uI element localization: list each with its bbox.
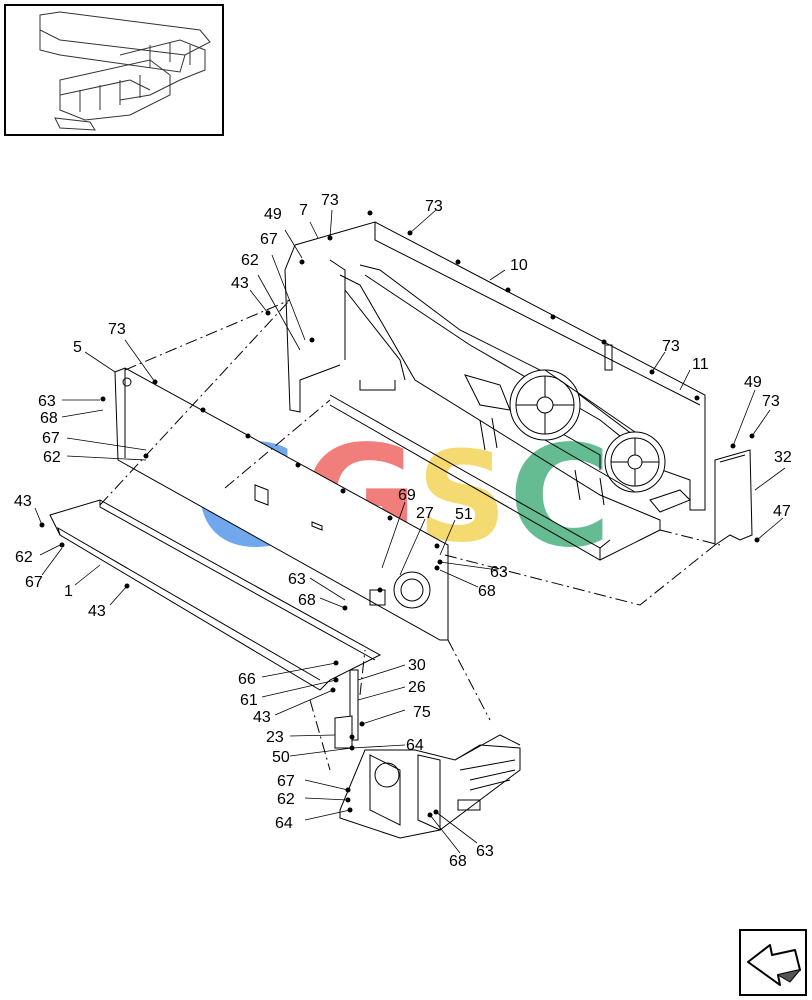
callout-73[interactable]: 73 — [321, 192, 339, 209]
callout-62[interactable]: 62 — [277, 791, 295, 808]
callout-73[interactable]: 73 — [108, 321, 126, 338]
bottom-pan — [49, 499, 382, 691]
callout-68[interactable]: 68 — [478, 583, 496, 600]
callout-75[interactable]: 75 — [413, 704, 431, 721]
callout-43[interactable]: 43 — [231, 275, 249, 292]
callout-27[interactable]: 27 — [416, 505, 434, 522]
callout-49[interactable]: 49 — [264, 206, 282, 223]
callout-43[interactable]: 43 — [88, 603, 106, 620]
callout-69[interactable]: 69 — [398, 487, 416, 504]
lower-bracket-assembly — [339, 734, 521, 839]
callout-73[interactable]: 73 — [662, 338, 680, 355]
callout-47[interactable]: 47 — [773, 503, 791, 520]
callout-7[interactable]: 7 — [299, 202, 308, 219]
callout-11[interactable]: 11 — [692, 356, 709, 373]
frame-drawing — [34, 209, 786, 854]
callout-63[interactable]: 63 — [490, 564, 508, 581]
previous-page-arrow-icon[interactable] — [739, 929, 807, 996]
driven-sprocket — [604, 431, 666, 493]
machine-overview-thumbnail[interactable] — [4, 4, 224, 136]
callout-5[interactable]: 5 — [73, 339, 82, 356]
right-side-plate — [714, 449, 753, 546]
callout-1[interactable]: 1 — [64, 583, 73, 600]
callout-66[interactable]: 66 — [238, 671, 256, 688]
callout-67[interactable]: 67 — [25, 574, 43, 591]
callout-labels: 73 7 49 73 67 10 62 43 73 5 73 11 49 73 … — [14, 192, 792, 870]
callout-64[interactable]: 64 — [406, 737, 424, 754]
callout-30[interactable]: 30 — [408, 657, 426, 674]
callout-49[interactable]: 49 — [744, 374, 762, 391]
assembly-leader-lines — [99, 299, 721, 771]
callout-73[interactable]: 73 — [762, 393, 780, 410]
callout-63[interactable]: 63 — [288, 571, 306, 588]
callout-73[interactable]: 73 — [425, 198, 443, 215]
callout-62[interactable]: 62 — [43, 449, 61, 466]
callout-43[interactable]: 43 — [14, 493, 32, 510]
callout-67[interactable]: 67 — [277, 773, 295, 790]
callout-68[interactable]: 68 — [449, 853, 467, 870]
watermark-letter-4: C — [509, 416, 612, 579]
callout-10[interactable]: 10 — [510, 257, 528, 274]
callout-62[interactable]: 62 — [241, 252, 259, 269]
callout-67[interactable]: 67 — [260, 231, 278, 248]
rear-frame-assembly — [284, 221, 706, 561]
callout-67[interactable]: 67 — [42, 430, 60, 447]
callout-43[interactable]: 43 — [253, 709, 271, 726]
callout-68[interactable]: 68 — [40, 410, 58, 427]
callout-63[interactable]: 63 — [476, 843, 494, 860]
drive-sprocket — [509, 369, 581, 441]
callout-32[interactable]: 32 — [774, 449, 792, 466]
callout-leaders — [34, 209, 786, 854]
callout-26[interactable]: 26 — [408, 679, 426, 696]
callout-50[interactable]: 50 — [272, 749, 290, 766]
callout-68[interactable]: 68 — [298, 592, 316, 609]
callout-63[interactable]: 63 — [38, 393, 56, 410]
callout-62[interactable]: 62 — [15, 549, 33, 566]
callout-61[interactable]: 61 — [240, 692, 258, 709]
callout-51[interactable]: 51 — [455, 506, 473, 523]
callout-64[interactable]: 64 — [275, 815, 293, 832]
callout-23[interactable]: 23 — [266, 729, 284, 746]
post-bracket — [334, 669, 359, 749]
